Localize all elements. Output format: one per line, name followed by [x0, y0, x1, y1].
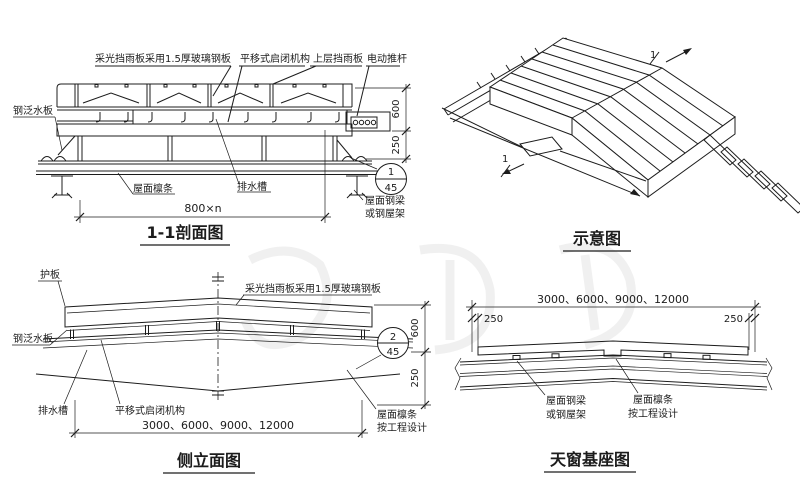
- near-roof: [441, 107, 647, 197]
- detail-bubble-1-45: 1 45: [350, 157, 407, 195]
- drain-channel-row: [57, 109, 352, 125]
- glazing-ridges: [82, 92, 337, 104]
- dim-600-elev: 600: [410, 318, 421, 337]
- dim-heights-right-elev: 600 250: [374, 300, 431, 410]
- label-drain-channel-elev: 排水槽: [38, 404, 68, 417]
- section-mark-top-label: 1: [650, 50, 656, 61]
- label-purlin-base-2: 按工程设计: [628, 407, 678, 420]
- label-purlin-base-1: 屋面檩条: [633, 393, 673, 406]
- corrugated-sheets: [703, 134, 800, 214]
- label-roof-beam-2: 或钢屋架: [365, 207, 405, 220]
- glazing-band: [56, 83, 353, 108]
- curb-assembly: [38, 123, 372, 165]
- label-steel-flashing-elev: 钢泛水板: [13, 332, 53, 345]
- skylight-box: [488, 37, 736, 199]
- dim-width-elev: 3000、6000、9000、12000: [69, 400, 368, 438]
- label-roof-purlin: 屋面檩条: [133, 182, 173, 195]
- skylight-ribs: [499, 44, 724, 172]
- roof-deck: [36, 170, 397, 199]
- dim-heights-right: 600 250: [355, 83, 411, 164]
- detail-sheet-2: 45: [387, 347, 400, 358]
- label-electric-actuator: 电动推杆: [367, 52, 407, 65]
- title-section: 1-1剖面图: [147, 223, 224, 242]
- label-roof-beam-base-1: 屋面钢梁: [546, 394, 586, 407]
- panel-schematic: 1 1 示意图: [441, 37, 800, 252]
- dim-width-elev-text: 3000、6000、9000、12000: [142, 419, 294, 432]
- detail-number: 1: [388, 167, 394, 178]
- cover-slab: [64, 297, 373, 331]
- dim-250-left: 250: [467, 313, 503, 350]
- detail-number-2: 2: [390, 332, 396, 343]
- label-guard-plate: 护板: [40, 268, 60, 281]
- dim-800xn: 800×n: [74, 130, 331, 223]
- dim-width-base: 3000、6000、9000、12000: [466, 293, 761, 352]
- label-steel-flashing: 钢泛水板: [13, 104, 53, 117]
- title-elevation: 侧立面图: [177, 451, 241, 470]
- base-slab: [477, 340, 749, 357]
- dim-250-right-text: 250: [724, 314, 743, 325]
- fastener-ticks: [94, 84, 327, 88]
- dim-250-left-text: 250: [484, 314, 503, 325]
- callout-leaders-top: [95, 65, 400, 123]
- base-roof-layers: [454, 354, 773, 391]
- panel-base: 3000、6000、9000、12000 250 250: [454, 293, 773, 473]
- dim-250-right: 250: [724, 313, 760, 350]
- detail-sheet: 45: [385, 183, 398, 194]
- label-sliding-mechanism-elev: 平移式启闭机构: [115, 404, 185, 417]
- actuator-box: [345, 111, 391, 132]
- elevation-roof: [35, 329, 414, 392]
- i-beam-right: [346, 175, 368, 199]
- label-glass-panel: 采光挡雨板采用1.5厚玻璃钢板: [95, 52, 231, 65]
- dim-width-text: 800×n: [184, 202, 221, 215]
- title-schematic: 示意图: [573, 229, 621, 248]
- label-purlin-elev-2: 按工程设计: [377, 421, 427, 434]
- watermark: [240, 241, 636, 355]
- i-beam-left: [51, 175, 73, 199]
- label-roof-beam-1: 屋面钢梁: [365, 194, 405, 207]
- title-base: 天窗基座图: [550, 450, 630, 469]
- label-roof-beam-base-2: 或钢屋架: [546, 408, 586, 421]
- dim-width-base-text: 3000、6000、9000、12000: [537, 293, 689, 306]
- detail-bubble-2-45: 2 45: [355, 327, 409, 370]
- panel-section-1-1: 采光挡雨板采用1.5厚玻璃钢板 平移式启闭机构 上层挡雨板 电动推杆: [13, 52, 411, 246]
- section-mark-bottom: 1: [500, 154, 525, 178]
- dim-250-elev: 250: [410, 368, 421, 387]
- section-mark-top: 1: [649, 48, 692, 65]
- section-mark-bottom-label: 1: [502, 154, 508, 165]
- label-glass-panel-elev: 采光挡雨板采用1.5厚玻璃钢板: [245, 282, 381, 295]
- panel-elevation: 护板 采光挡雨板采用1.5厚玻璃钢板 钢泛水板 排水槽 平移式启闭机构 600 …: [12, 268, 431, 474]
- label-purlin-elev-1: 屋面檩条: [377, 408, 417, 421]
- label-upper-rain-board: 上层挡雨板: [313, 52, 363, 65]
- label-sliding-mechanism: 平移式启闭机构: [240, 52, 310, 65]
- hooks: [95, 112, 340, 123]
- label-drain-channel: 排水槽: [237, 180, 267, 193]
- dim-250-text: 250: [391, 135, 402, 154]
- dim-600-text: 600: [391, 99, 402, 118]
